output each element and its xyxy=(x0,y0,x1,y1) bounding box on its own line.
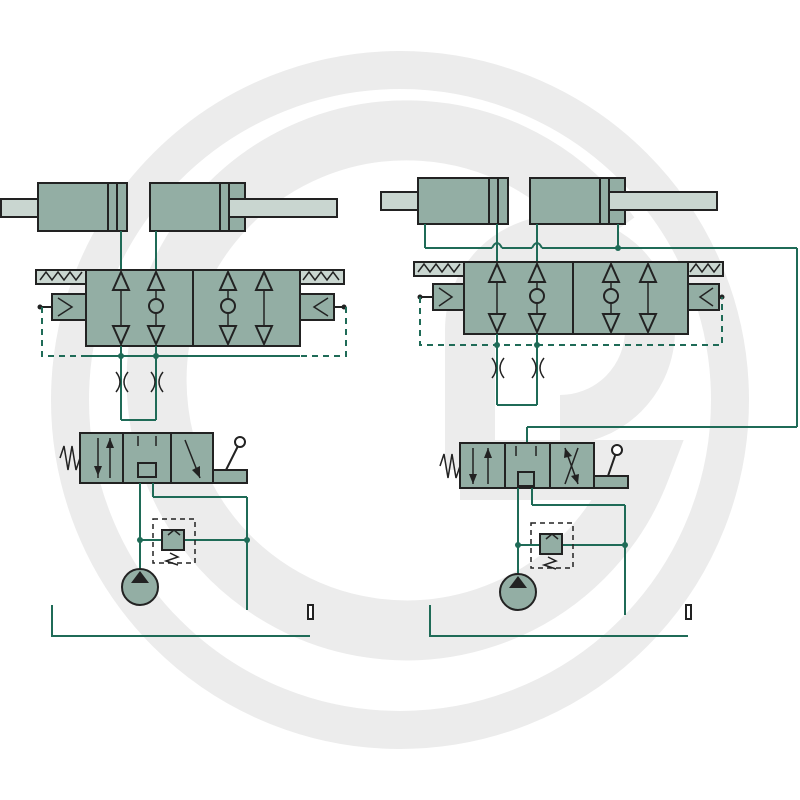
hand-lever-icon xyxy=(593,444,629,489)
gp-logo-watermark xyxy=(51,51,749,749)
directional-valve-icon xyxy=(463,261,689,335)
tank-icon xyxy=(51,604,314,637)
flow-restrictor-icon xyxy=(491,357,505,379)
spring-icon xyxy=(299,269,345,285)
spring-icon xyxy=(59,445,81,471)
spring-icon xyxy=(439,453,461,479)
double-acting-cylinder-icon xyxy=(380,177,509,225)
spring-icon xyxy=(687,261,724,277)
spring-icon xyxy=(35,269,87,285)
directional-valve-icon xyxy=(79,432,214,484)
left-circuit xyxy=(0,182,347,637)
flow-restrictor-icon xyxy=(531,357,545,379)
hydraulic-pump-icon xyxy=(499,573,537,611)
double-acting-cylinder-icon xyxy=(149,182,338,232)
hydraulic-pump-icon xyxy=(121,568,159,606)
pressure-relief-valve-icon xyxy=(530,522,574,570)
pilot-actuator-icon xyxy=(687,283,725,311)
flow-restrictor-icon xyxy=(115,371,129,393)
directional-valve-icon xyxy=(459,442,595,489)
pressure-relief-valve-icon xyxy=(152,518,196,566)
tank-icon xyxy=(429,604,692,637)
spring-icon xyxy=(413,261,465,277)
directional-valve-icon xyxy=(85,269,301,347)
right-circuit xyxy=(380,177,798,637)
flow-restrictor-icon xyxy=(150,371,164,393)
double-acting-cylinder-icon xyxy=(0,182,128,232)
pilot-actuator-icon xyxy=(417,283,465,311)
double-acting-cylinder-icon xyxy=(529,177,718,225)
hand-lever-icon xyxy=(212,436,248,484)
pilot-actuator-icon xyxy=(37,293,87,321)
pilot-actuator-icon xyxy=(299,293,347,321)
